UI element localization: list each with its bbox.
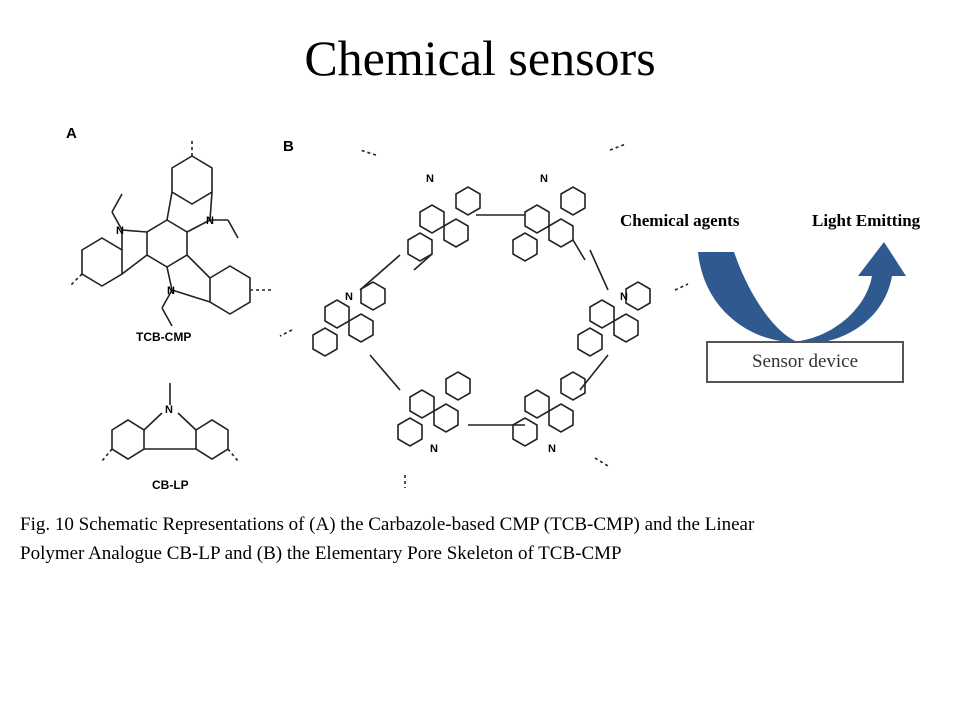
tcb-cmp-label: TCB-CMP (136, 330, 192, 344)
figure-caption: Fig. 10 Schematic Representations of (A)… (20, 514, 755, 564)
light-emitting-label: Light Emitting (812, 211, 921, 230)
n-atom-label: N (116, 225, 124, 237)
slide-title: Chemical sensors (304, 30, 656, 86)
panel-a-label: A (66, 125, 77, 142)
n-atom-label: N (620, 291, 628, 303)
pore-skeleton-structure: N N N N N N (279, 143, 689, 488)
n-atom-label: N (426, 173, 434, 185)
cb-lp-label: CB-LP (152, 478, 189, 492)
n-atom-label: N (165, 404, 173, 416)
sensor-device-box: Sensor device (706, 341, 904, 383)
n-atom-label: N (167, 285, 175, 297)
n-atom-label: N (345, 291, 353, 303)
panel-b-label: B (283, 138, 294, 155)
tcb-cmp-structure: N N N (69, 140, 272, 327)
n-atom-label: N (540, 173, 548, 185)
cb-lp-structure: N (101, 383, 239, 462)
chemical-agents-label: Chemical agents (620, 211, 740, 230)
n-atom-label: N (206, 215, 214, 227)
sensor-flow-arrow (698, 242, 906, 345)
n-atom-label: N (430, 443, 438, 455)
n-atom-label: N (548, 443, 556, 455)
